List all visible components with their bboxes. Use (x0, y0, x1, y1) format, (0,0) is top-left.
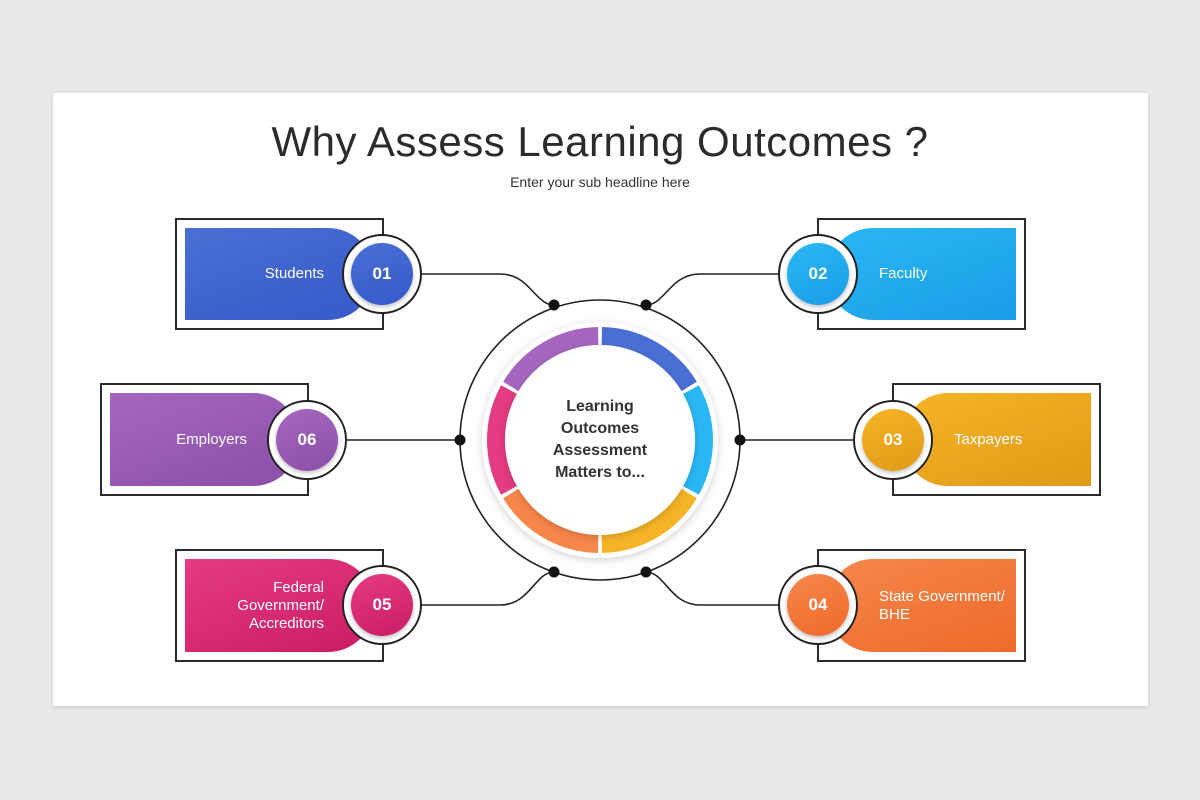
ring-segment (503, 488, 599, 553)
center-label: Learning Outcomes Assessment Matters to.… (552, 398, 648, 481)
badge-05: 05 (342, 565, 422, 645)
badge-01: 01 (342, 234, 422, 314)
badge-03: 03 (853, 400, 933, 480)
card-students: Students (175, 218, 384, 330)
card-label: Federal Government/ Accreditors (237, 578, 324, 632)
connector-line-01 (420, 273, 555, 306)
ring-segment (601, 488, 697, 553)
card-taxpayers: Taxpayers (892, 383, 1101, 496)
card-federal-government: Federal Government/ Accreditors (175, 549, 384, 662)
card-fill (827, 559, 1016, 652)
ring-segment (503, 327, 599, 392)
badge-number: 06 (276, 409, 338, 471)
badge-number: 05 (351, 574, 413, 636)
badge-02: 02 (778, 234, 858, 314)
connector-line-02 (645, 273, 780, 306)
ring-segment (601, 327, 697, 392)
card-label: State Government/ BHE (879, 587, 1005, 623)
junction-dot (454, 434, 466, 446)
badge-number: 02 (787, 243, 849, 305)
badge-number: 01 (351, 243, 413, 305)
badge-number: 04 (787, 574, 849, 636)
page-subtitle: Enter your sub headline here (510, 174, 690, 190)
ring-segment (682, 385, 713, 495)
connector-line-05 (420, 571, 555, 606)
junction-dot (640, 566, 652, 578)
badge-06: 06 (267, 400, 347, 480)
junction-dot (734, 434, 746, 446)
card-state-government: State Government/ BHE (817, 549, 1026, 662)
card-label: Faculty (879, 265, 928, 282)
ring-segments (487, 327, 713, 553)
junction-dot (548, 299, 560, 311)
card-fill (827, 228, 1016, 320)
badge-04: 04 (778, 565, 858, 645)
page-title: Why Assess Learning Outcomes ? (271, 118, 929, 165)
junction-dot (548, 566, 560, 578)
badge-number: 03 (862, 409, 924, 471)
junction-dot (640, 299, 652, 311)
center-disc (505, 345, 695, 535)
card-label: Employers (176, 430, 247, 448)
card-label: Students (264, 265, 324, 282)
card-label: Taxpayers (954, 430, 1023, 448)
ring-segment (487, 385, 518, 495)
connector-line-04 (645, 571, 780, 606)
card-fill (902, 393, 1091, 486)
